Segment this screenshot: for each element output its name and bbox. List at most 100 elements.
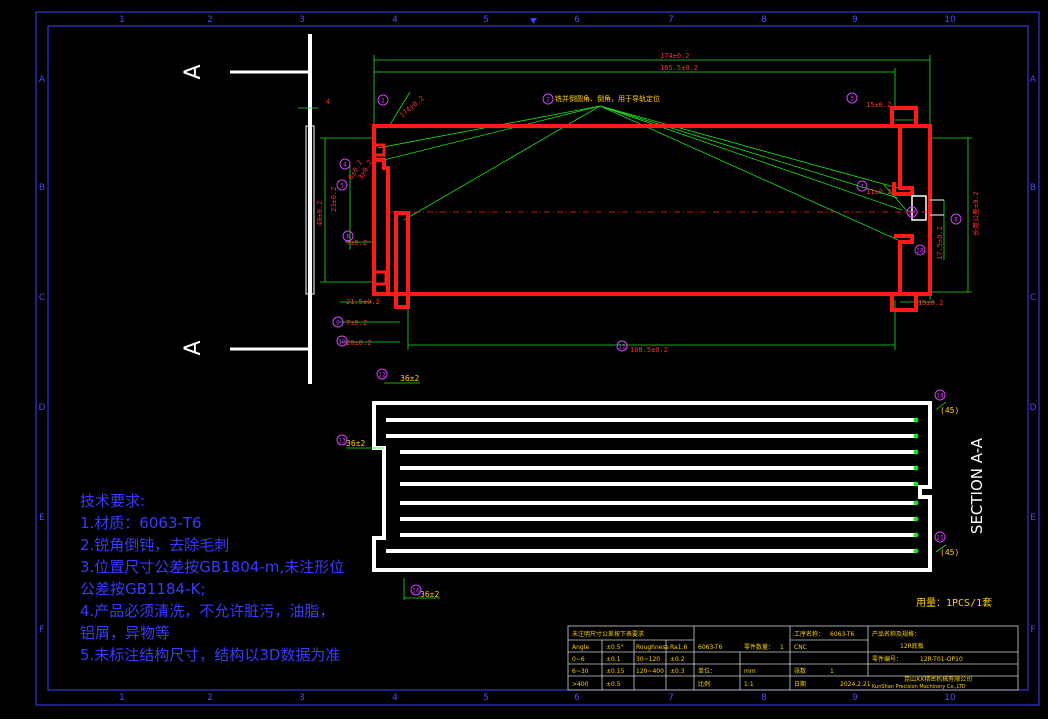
scale-value: 1:1: [744, 681, 754, 688]
right-tab-bottom: [890, 292, 918, 312]
dim-bottom: 108.5±0.2: [630, 346, 668, 354]
top-view-part: [372, 106, 944, 312]
dim-small-top: 4: [326, 98, 330, 106]
dim-right-top: 15±0.2: [866, 101, 891, 109]
date-value: 2024.2.21: [840, 681, 871, 688]
balloon: 1: [377, 94, 389, 106]
note-line: 5.未标注结构尺寸，结构以3D数据为准: [80, 646, 341, 664]
balloon: 17: [906, 206, 918, 218]
title-block-grid: [567, 625, 1019, 691]
sheet-value: 1: [830, 668, 834, 675]
section-dim-top: 36±2: [400, 374, 419, 383]
material-value: 6063-T6: [698, 644, 723, 651]
balloon: 11: [616, 340, 628, 352]
column-label: 6: [574, 15, 580, 25]
tol-cell: >400: [572, 681, 589, 688]
balloon: 12: [376, 368, 388, 380]
section-outline: [372, 401, 932, 572]
part-outline: [372, 124, 932, 296]
dim-left-d: 7±0.2: [346, 239, 367, 247]
svg-text:15: 15: [936, 535, 944, 542]
date-label: 日期: [794, 680, 806, 688]
row-label: E: [1030, 513, 1036, 523]
balloon: 3: [846, 92, 858, 104]
row-label: F: [39, 625, 44, 635]
left-slot: [394, 211, 410, 309]
column-label: 8: [761, 693, 767, 703]
part-name-value: 12R底板: [900, 642, 924, 650]
column-label: 5: [483, 15, 489, 25]
tol-cell: Angle: [572, 644, 589, 651]
dim-left-c: 20±0.2: [346, 339, 371, 347]
note-line: 1.材质：6063-T6: [80, 514, 202, 532]
balloon: 15: [934, 531, 946, 543]
company-name-en: KunShan Precision Machinery Co.,LTD: [872, 684, 966, 690]
svg-text:9: 9: [336, 320, 340, 327]
section-title: SECTION A-A: [968, 437, 986, 534]
column-label: 1: [119, 15, 125, 25]
row-label: B: [1030, 183, 1036, 193]
column-label: 9: [852, 15, 858, 25]
unit-value: mm: [744, 668, 756, 675]
balloon: 16: [410, 584, 422, 596]
balloon: 18: [914, 244, 926, 256]
right-tab-top: [890, 106, 918, 128]
section-view: 36±2 36±2 36±2 (45) (45) SECTION A-A: [346, 374, 986, 600]
svg-text:6: 6: [346, 234, 350, 241]
tol-cell: ±0.15: [606, 668, 625, 675]
side-profile-slot: [305, 125, 315, 295]
tol-cell: ±0.2: [670, 656, 685, 663]
svg-text:5: 5: [340, 183, 344, 190]
tol-cell: ±0.5°: [606, 644, 624, 651]
tol-cell: ±0.1: [606, 656, 621, 663]
process-material: 6063-T6: [830, 631, 855, 638]
column-label: 7: [668, 15, 674, 25]
section-cut-view: A A: [181, 34, 315, 384]
svg-text:7: 7: [860, 184, 864, 191]
column-label: 3: [299, 693, 305, 703]
right-clip-upper: [892, 126, 914, 196]
dim-chamfer-note: 174±0.2: [398, 94, 426, 119]
tol-cell: ±0.3: [670, 668, 685, 675]
column-label: 10: [944, 15, 956, 25]
left-rail: [374, 158, 390, 292]
svg-text:8: 8: [954, 217, 958, 224]
row-label: C: [39, 293, 45, 303]
tol-cell: Ra1.6: [670, 644, 687, 651]
column-label: 3: [299, 15, 305, 25]
section-letter-bottom: A: [181, 340, 206, 355]
center-mark-icon: [530, 18, 537, 24]
tol-cell: Roughness: [636, 644, 669, 651]
qty-value: 1: [780, 644, 784, 651]
slot-label: 长度公差±0.2: [971, 191, 980, 236]
column-label: 2: [207, 693, 213, 703]
company-name: 昆山XX精密机械有限公司: [904, 675, 972, 683]
tol-cell: 0~6: [572, 656, 585, 663]
dim-vert-inner: 23±0.2: [330, 187, 338, 212]
left-notch: [372, 270, 388, 286]
svg-text:13: 13: [338, 438, 346, 445]
section-dim-bot: 36±2: [420, 590, 439, 599]
process-label: 工序名称：: [794, 630, 824, 638]
dimension-texts: 174±0.2 165.5±0.2 108.5±0.2 15±0.2 11±0.…: [316, 52, 980, 354]
balloon: 10: [336, 335, 348, 347]
tol-cell: 6~30: [572, 668, 589, 675]
svg-text:18: 18: [916, 248, 924, 255]
notes-title: 技术要求:: [80, 492, 146, 510]
balloon: 14: [934, 389, 946, 401]
dim-vert-total: 40±0.2: [316, 201, 324, 226]
row-label: D: [1030, 403, 1037, 413]
note-line: 4.产品必须清洗，不允许脏污，油脂，: [80, 602, 335, 620]
tol-cell: 30~120: [636, 656, 660, 663]
column-label: 5: [483, 693, 489, 703]
svg-text:14: 14: [936, 393, 944, 400]
balloon: 6: [342, 230, 354, 242]
note-line: 铝屑，异物等: [80, 624, 171, 642]
left-notch-top: [372, 143, 386, 157]
svg-text:17: 17: [908, 210, 916, 217]
dim-left-a: 21.5±0.2: [346, 298, 380, 306]
